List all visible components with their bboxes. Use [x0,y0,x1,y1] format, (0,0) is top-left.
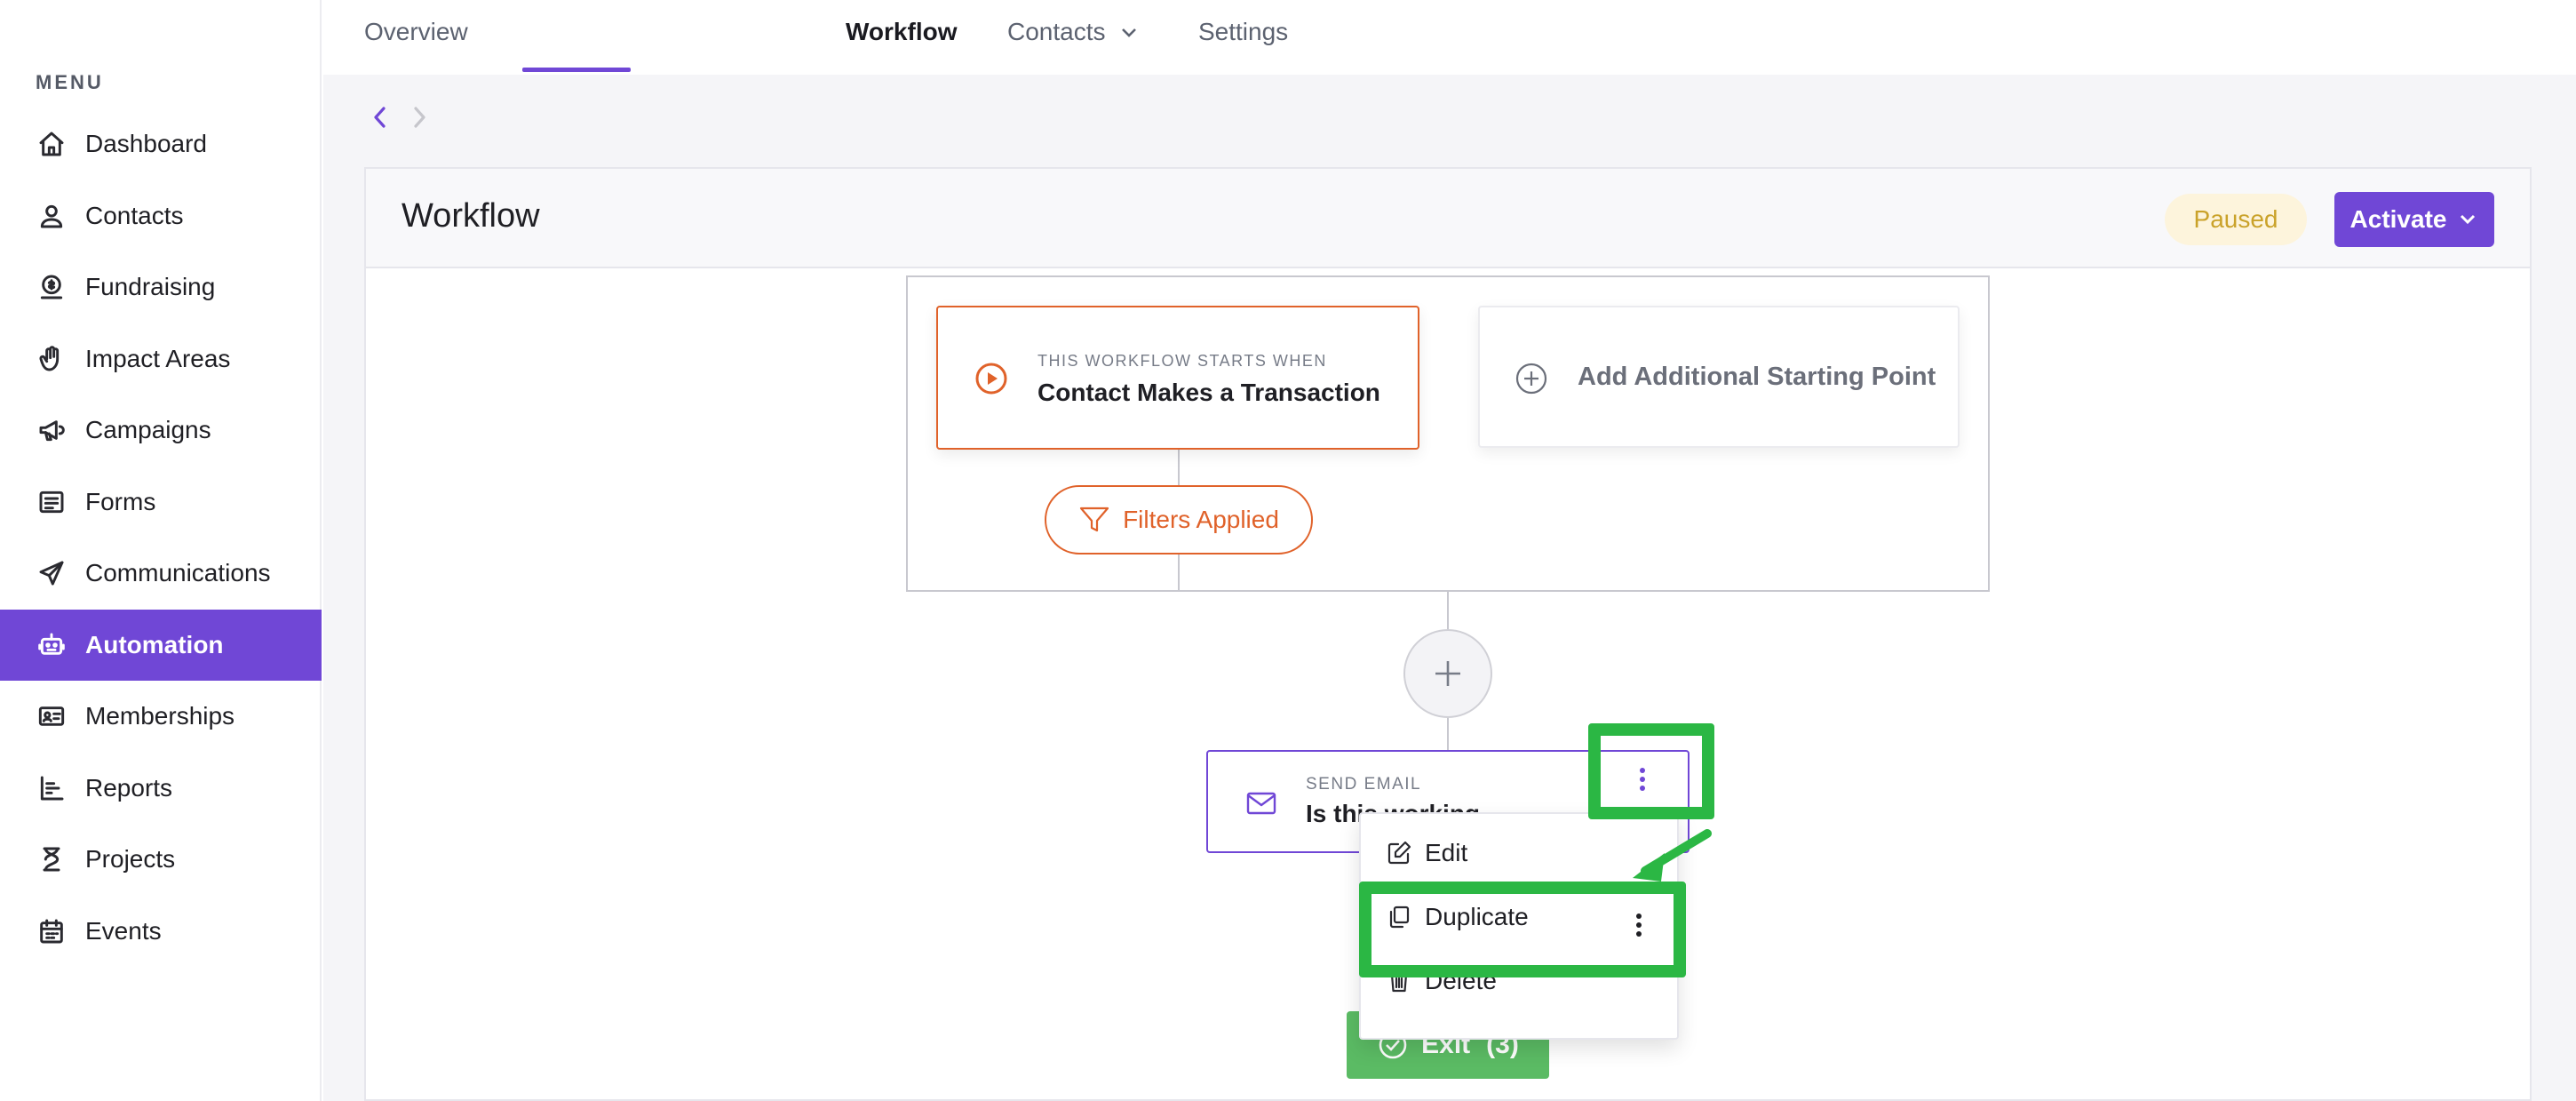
edit-icon [1387,841,1411,865]
sidebar-item-automation[interactable]: Automation [0,609,322,681]
sidebar: MENU Dashboard Contacts Fundraising Impa… [0,0,322,1101]
sidebar-item-label: Contacts [85,201,184,229]
filters-applied-label: Filters Applied [1123,506,1279,533]
plus-icon [1435,661,1460,686]
sidebar-nav: Dashboard Contacts Fundraising Impact Ar… [0,108,322,967]
connector-line [1447,718,1449,750]
sidebar-item-memberships[interactable]: Memberships [0,681,322,753]
tab-contacts[interactable]: Contacts [1007,18,1140,46]
add-starting-point-label: Add Additional Starting Point [1578,363,1936,391]
copy-icon [1389,906,1410,929]
sidebar-item-fundraising[interactable]: Fundraising [0,251,322,323]
sidebar-item-label: Communications [85,559,271,587]
menu-item-duplicate[interactable]: Duplicate [1361,890,1677,944]
highlight-box [1588,723,1714,819]
step-options-icon[interactable] [1629,757,1656,802]
sidebar-item-label: Impact Areas [85,344,231,372]
sidebar-item-label: Automation [85,630,224,658]
fundraising-icon [36,271,68,303]
form-icon [36,486,68,518]
top-tab-bar: Overview Workflow Contacts Settings [323,0,2576,75]
filters-applied-button[interactable]: Filters Applied [1045,485,1313,554]
annotation-arrow-icon [1633,829,1712,882]
sidebar-item-reports[interactable]: Reports [0,753,322,825]
chevron-down-icon [2461,214,2476,225]
sidebar-item-forms[interactable]: Forms [0,467,322,539]
add-starting-point-button[interactable]: Add Additional Starting Point [1478,306,1960,448]
sidebar-item-events[interactable]: Events [0,896,322,968]
page-title: Workflow [402,197,540,235]
sidebar-item-label: Events [85,916,162,945]
sidebar-item-dashboard[interactable]: Dashboard [0,108,322,180]
tab-settings[interactable]: Settings [1198,18,1289,45]
step-kicker: SEND EMAIL [1306,775,1422,794]
chart-icon [36,772,68,804]
status-badge: Paused [2165,194,2307,245]
start-points-container [906,275,1990,592]
step-options-menu: Edit Duplicate Delete [1359,812,1679,1040]
menu-item-duplicate-label: Duplicate [1425,903,1529,930]
play-circle-icon [974,361,1009,396]
trigger-card[interactable]: THIS WORKFLOW STARTS WHEN Contact Makes … [936,306,1419,450]
connector-line [1178,450,1180,485]
paper-plane-icon [36,557,68,589]
sidebar-item-label: Reports [85,773,173,802]
sidebar-item-label: Memberships [85,702,235,730]
sidebar-item-projects[interactable]: Projects [0,824,322,896]
highlight-box [1359,882,1686,977]
filter-icon [1079,507,1109,532]
duplicate-options-icon[interactable] [1626,903,1652,947]
sidebar-item-campaigns[interactable]: Campaigns [0,395,322,467]
tab-overview[interactable]: Overview [364,18,468,45]
menu-item-edit-label: Edit [1425,839,1468,866]
hand-icon [36,343,68,375]
robot-icon [36,629,68,661]
activate-button[interactable]: Activate [2334,192,2494,247]
add-step-button[interactable] [1403,629,1492,718]
sidebar-item-label: Dashboard [85,130,207,158]
plus-circle-icon [1514,361,1549,396]
tab-contacts-label: Contacts [1007,18,1106,45]
active-tab-indicator [522,68,631,72]
sidebar-item-label: Forms [85,487,156,515]
sidebar-item-communications[interactable]: Communications [0,538,322,610]
home-icon [36,128,68,160]
sidebar-item-impact-areas[interactable]: Impact Areas [0,323,322,395]
forward-arrow-icon[interactable] [407,101,432,133]
mail-icon [1244,786,1279,821]
chevron-down-icon [1118,21,1140,43]
megaphone-icon [36,414,68,446]
sidebar-item-label: Projects [85,845,176,874]
back-arrow-icon[interactable] [368,101,393,133]
workflow-card-header: Workflow Paused Activate [366,169,2530,268]
trigger-title: Contact Makes a Transaction [1038,379,1380,406]
id-card-icon [36,700,68,732]
trigger-kicker: THIS WORKFLOW STARTS WHEN [1038,352,1327,370]
sidebar-item-label: Fundraising [85,273,216,301]
menu-heading: MENU [36,71,104,93]
connector-line [1178,554,1180,592]
hourglass-icon [36,843,68,875]
activate-button-label: Activate [2349,205,2447,233]
connector-line [1447,592,1449,629]
sidebar-item-contacts[interactable]: Contacts [0,180,322,252]
tab-workflow[interactable]: Workflow [846,18,958,45]
calendar-icon [36,915,68,947]
user-icon [36,200,68,232]
menu-item-edit[interactable]: Edit [1361,826,1677,880]
sidebar-item-label: Campaigns [85,416,211,444]
